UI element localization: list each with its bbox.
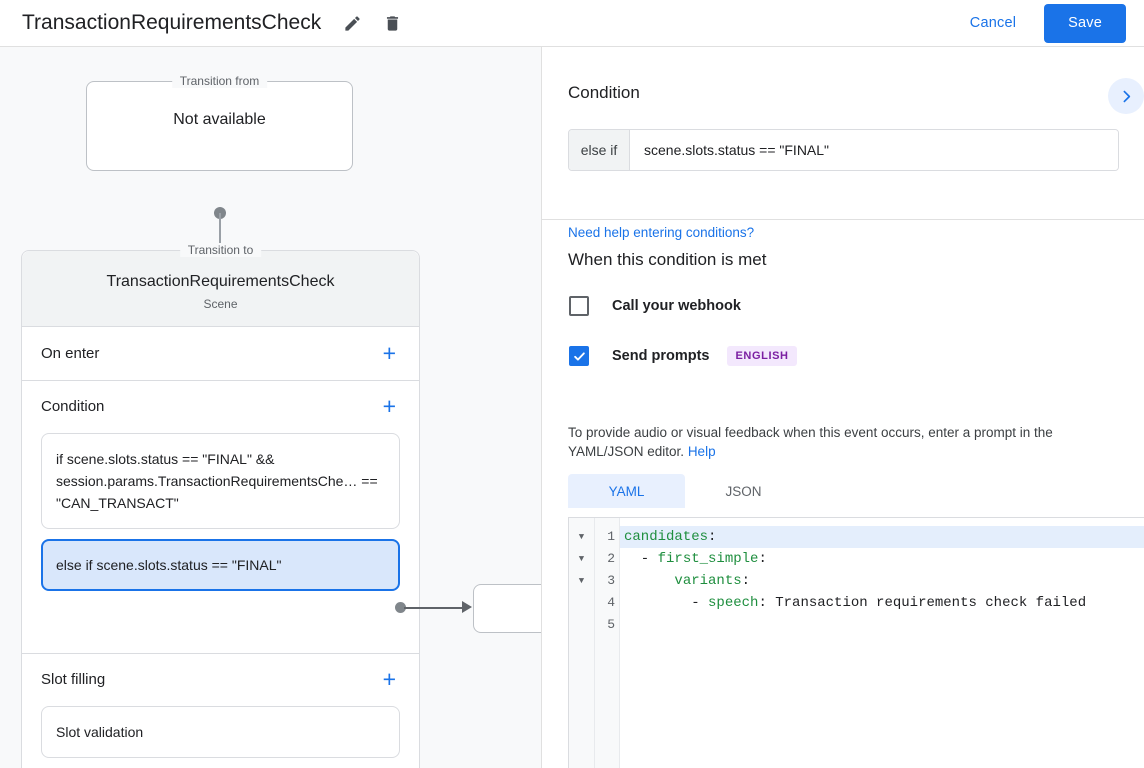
scene-title: TransactionRequirementsCheck — [106, 273, 335, 290]
section-condition-label: Condition — [41, 398, 105, 415]
yaml-editor[interactable]: ▼ ▼ ▼ 1 2 3 4 5 candidates: - first_simple: va… — [568, 517, 1144, 768]
flow-canvas[interactable]: Transition from Not available Transition… — [0, 47, 541, 768]
slot-filling-item[interactable]: Slot validation — [41, 706, 400, 758]
section-condition-header: Condition + — [22, 380, 419, 433]
edit-name-button[interactable] — [339, 10, 365, 36]
editor-format-tabs: YAML JSON — [568, 474, 802, 508]
fold-toggle-icon[interactable]: ▼ — [578, 532, 585, 542]
section-on-enter: On enter + — [22, 327, 419, 380]
tab-json[interactable]: JSON — [725, 483, 762, 499]
editor-line-number: 4 — [607, 595, 615, 610]
condition-output-arrowhead — [462, 601, 472, 613]
checkmark-icon — [573, 351, 585, 361]
connector-line — [219, 213, 221, 262]
prompts-description-text: To provide audio or visual feedback when… — [568, 425, 1053, 459]
scene-subtitle: Scene — [203, 297, 238, 311]
condition-item[interactable]: if scene.slots.status == "FINAL" && sess… — [41, 433, 400, 529]
webhook-label: Call your webhook — [612, 298, 741, 314]
cancel-button[interactable]: Cancel — [958, 7, 1028, 39]
transition-from-node[interactable]: Transition from Not available — [86, 74, 353, 171]
editor-code-line[interactable]: variants: — [674, 573, 751, 589]
editor-line-number: 2 — [607, 551, 615, 566]
condition-panel-title: Condition — [568, 83, 640, 102]
language-badge: ENGLISH — [727, 346, 797, 366]
scene-header: Transition to TransactionRequirementsChe… — [22, 243, 419, 327]
editor-fold-gutter: ▼ ▼ ▼ — [569, 518, 595, 768]
transition-to-node[interactable]: Transition to TransactionRequirementsChe… — [21, 243, 420, 768]
divider — [22, 653, 419, 654]
send-prompts-checkbox[interactable] — [569, 346, 589, 366]
section-on-enter-label: On enter — [41, 345, 100, 362]
condition-output-line — [404, 607, 464, 609]
editor-code-area[interactable]: candidates: - first_simple: variants: - … — [620, 518, 1144, 768]
top-bar-actions: Cancel Save — [958, 3, 1126, 43]
editor-code-line[interactable]: - first_simple: — [624, 551, 767, 567]
tab-yaml[interactable]: YAML — [568, 474, 685, 508]
yaml-key: variants — [674, 573, 742, 589]
pencil-icon — [345, 15, 360, 31]
section-slot-filling-header: Slot filling + — [22, 653, 419, 706]
save-button[interactable]: Save — [1044, 3, 1126, 43]
editor-line-number: 5 — [607, 617, 615, 632]
editor-code-line[interactable] — [620, 614, 1144, 636]
webhook-checkbox[interactable] — [569, 296, 589, 316]
editor-line-number: 1 — [607, 529, 615, 544]
condition-input-row[interactable]: else if — [568, 129, 1119, 171]
transition-from-legend: Transition from — [171, 74, 268, 88]
page-title: TransactionRequirementsCheck — [22, 11, 322, 34]
condition-input[interactable] — [630, 130, 1118, 170]
section-on-enter-header: On enter + — [22, 327, 419, 380]
send-prompts-label: Send prompts — [612, 348, 710, 364]
fold-spacer — [569, 592, 594, 614]
chevron-right-icon — [1123, 90, 1130, 102]
top-app-bar: TransactionRequirementsCheck Cancel Save — [0, 0, 1144, 47]
target-node-partial[interactable] — [473, 584, 541, 633]
divider — [22, 380, 419, 381]
trash-icon — [386, 15, 398, 31]
condition-help-link[interactable]: Need help entering conditions? — [568, 225, 755, 240]
yaml-key: speech — [708, 595, 759, 611]
prompts-description: To provide audio or visual feedback when… — [568, 423, 1124, 461]
editor-code-line[interactable]: candidates: — [620, 526, 1144, 548]
expand-panel-button[interactable] — [1108, 78, 1144, 114]
add-on-enter-button[interactable]: + — [382, 340, 396, 366]
panel-divider — [542, 219, 1144, 220]
webhook-checkbox-row[interactable]: Call your webhook — [569, 296, 741, 316]
details-panel: Condition else if Need help entering con… — [541, 47, 1144, 768]
delete-button[interactable] — [379, 10, 405, 36]
transition-to-legend: Transition to — [179, 243, 262, 257]
section-slot-filling: Slot filling + Slot validation Transacti… — [22, 653, 419, 768]
fold-toggle-icon[interactable]: ▼ — [578, 554, 585, 564]
section-slot-filling-label: Slot filling — [41, 671, 106, 688]
section-condition: Condition + if scene.slots.status == "FI… — [22, 380, 419, 601]
editor-line-number: 3 — [607, 573, 615, 588]
yaml-key: candidates — [624, 529, 709, 545]
fold-spacer — [569, 614, 594, 636]
transition-from-value: Not available — [173, 111, 266, 128]
condition-prefix-label: else if — [569, 130, 630, 170]
condition-output-dot — [395, 602, 406, 613]
fold-toggle-icon[interactable]: ▼ — [578, 576, 585, 586]
condition-item-selected[interactable]: else if scene.slots.status == "FINAL" — [41, 539, 400, 591]
editor-line-numbers: 1 2 3 4 5 — [595, 518, 620, 768]
when-condition-met-title: When this condition is met — [568, 250, 767, 269]
add-condition-button[interactable]: + — [382, 393, 396, 419]
yaml-key: first_simple — [657, 551, 759, 567]
send-prompts-checkbox-row[interactable]: Send prompts ENGLISH — [569, 346, 797, 366]
editor-code-line[interactable]: - speech: Transaction requirements check… — [624, 595, 1087, 611]
add-slot-filling-button[interactable]: + — [382, 666, 396, 692]
prompts-help-link[interactable]: Help — [687, 444, 716, 459]
